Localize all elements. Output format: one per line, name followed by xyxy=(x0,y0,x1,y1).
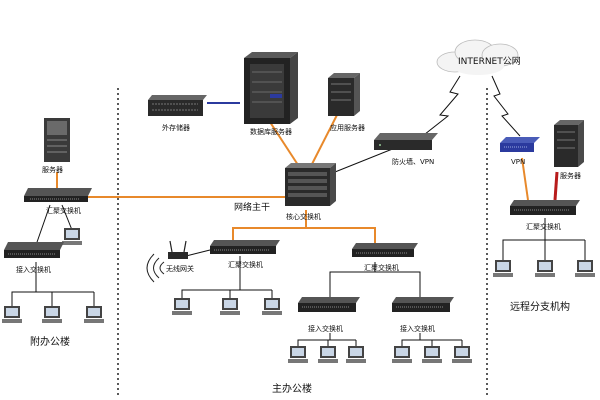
main-building-label: 主办公楼 xyxy=(272,382,312,395)
desktop-pc-icon xyxy=(493,260,513,277)
remote-pc-bus xyxy=(502,218,546,260)
remote-server-agg-link xyxy=(553,171,559,201)
firewall-icon xyxy=(500,137,540,152)
backbone-label: 网络主干 xyxy=(234,201,270,213)
annex-access-pc-bus xyxy=(11,262,37,308)
desktop-pc-icon xyxy=(62,228,82,245)
core-app-link xyxy=(309,112,339,169)
lightning-link-icon xyxy=(491,75,521,137)
tower-server-icon xyxy=(44,118,70,162)
switch-icon xyxy=(24,188,92,202)
wireless-ap-icon xyxy=(146,240,188,283)
remote-vpn-agg-link xyxy=(521,157,529,201)
lightning-link-icon xyxy=(419,75,461,139)
switch-icon xyxy=(352,243,418,257)
agg-left-pc-bus xyxy=(181,256,241,300)
internet-label: INTERNET公网 xyxy=(458,56,521,67)
desktop-pc-icon xyxy=(172,298,192,315)
desktop-pc-icon xyxy=(288,346,308,363)
annex-agg-switch-label: 汇聚交换机 xyxy=(46,206,81,215)
app-server-label: 应用服务器 xyxy=(330,123,365,132)
annex-server-label: 服务器 xyxy=(42,165,63,174)
tower-server-icon xyxy=(554,120,584,167)
desktop-pc-icon xyxy=(392,346,412,363)
agg-right-access-bus-2 xyxy=(375,271,421,297)
switch-icon xyxy=(4,242,64,258)
desktop-pc-icon xyxy=(2,306,22,323)
remote-agg-switch-label: 汇聚交换机 xyxy=(526,222,561,231)
desktop-pc-icon xyxy=(452,346,472,363)
rack-cabinet-icon xyxy=(244,52,298,124)
annex-agg-access-link xyxy=(35,204,51,246)
access-switch-1-label: 接入交换机 xyxy=(308,324,343,333)
core-agg-bus xyxy=(232,227,376,243)
switch-icon xyxy=(210,240,280,254)
section-dividers xyxy=(117,88,488,395)
remote-server-label: 服务器 xyxy=(560,171,581,180)
core-switch-label: 核心交换机 xyxy=(286,212,321,221)
agg-switch-left-label: 汇聚交换机 xyxy=(228,260,263,269)
desktop-pc-icon xyxy=(346,346,366,363)
connections xyxy=(11,102,586,348)
desktop-pc-icon xyxy=(422,346,442,363)
core-db-link xyxy=(267,118,301,169)
remote-branch-label: 远程分支机构 xyxy=(510,300,570,313)
remote-vpn-label: VPN xyxy=(511,158,525,166)
storage-array-icon xyxy=(148,95,207,116)
agg-left-wireless-link xyxy=(185,249,211,257)
annex-agg-pc-link xyxy=(61,204,73,231)
desktop-pc-icon xyxy=(84,306,104,323)
desktop-pc-icon xyxy=(318,346,338,363)
switch-icon xyxy=(392,297,454,312)
agg-switch-right-label: 汇聚交换机 xyxy=(364,263,399,272)
firewall-label: 防火墙、VPN xyxy=(392,157,434,166)
core-chassis-icon xyxy=(285,163,336,206)
wireless-label: 无线网关 xyxy=(166,264,194,273)
annex-building-label: 附办公楼 xyxy=(30,335,70,348)
cloud-icon xyxy=(436,39,519,75)
tower-server-icon xyxy=(328,73,360,116)
switch-icon xyxy=(298,297,360,312)
core-firewall-link xyxy=(329,147,396,175)
access1-pc-bus xyxy=(297,333,331,348)
db-server-label: 数据库服务器 xyxy=(250,127,292,136)
storage-label: 外存储器 xyxy=(162,123,190,132)
access-switch-2-label: 接入交换机 xyxy=(400,324,435,333)
switch-icon xyxy=(510,200,580,215)
desktop-pc-icon xyxy=(535,260,555,277)
firewall-icon xyxy=(374,133,438,150)
desktop-pc-icon xyxy=(42,306,62,323)
desktop-pc-icon xyxy=(220,298,240,315)
annex-access-switch-label: 接入交换机 xyxy=(16,265,51,274)
desktop-pc-icon xyxy=(262,298,282,315)
agg-right-access-bus xyxy=(329,262,376,297)
desktop-pc-icon xyxy=(575,260,595,277)
